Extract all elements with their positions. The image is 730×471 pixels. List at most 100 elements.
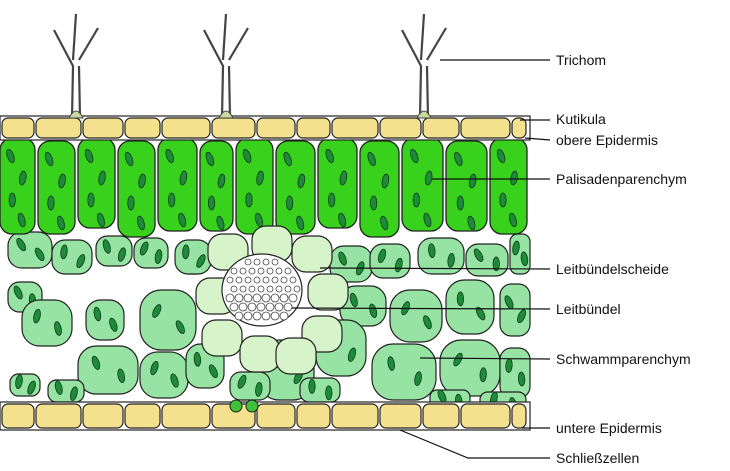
- bundle-sheath-cell: [276, 338, 316, 374]
- vascular-cell: [280, 294, 288, 302]
- upper-epidermis-cell: [212, 118, 255, 138]
- upper-epidermis-cell: [461, 118, 510, 138]
- vascular-cell: [235, 294, 243, 302]
- lower-epidermis-cell: [461, 404, 510, 428]
- palisade-cell: [200, 141, 233, 231]
- bundle-sheath-cell: [308, 274, 348, 310]
- vascular-cell: [271, 312, 279, 320]
- guard-cell-left: [230, 400, 242, 412]
- vascular-cell: [284, 303, 292, 311]
- palisade-cell: [78, 138, 115, 228]
- vascular-cell: [230, 303, 238, 311]
- upper-epidermis-cell: [36, 118, 81, 138]
- label-kutikula: Kutikula: [556, 111, 606, 127]
- vascular-cell: [231, 268, 237, 274]
- vascular-cell: [275, 303, 283, 311]
- vascular-cell: [276, 286, 282, 292]
- vascular-cell: [258, 286, 264, 292]
- trichome-stalk: [402, 14, 446, 118]
- trichome: [54, 14, 98, 118]
- vascular-cell: [226, 294, 234, 302]
- trichomes: [54, 14, 446, 118]
- spongy-cell: [52, 240, 92, 274]
- chloroplast: [328, 193, 334, 207]
- palisade-parenchyma-layer: [0, 138, 527, 237]
- vascular-cell: [235, 312, 243, 320]
- upper-epidermis-cell: [2, 118, 34, 138]
- spongy-cell: [78, 346, 138, 394]
- label-trichom: Trichom: [556, 52, 606, 68]
- upper-epidermis-cell: [380, 118, 421, 138]
- chloroplast: [88, 193, 94, 207]
- spongy-cell: [466, 244, 508, 276]
- chloroplast: [48, 196, 54, 210]
- label-schliesszellen: Schließzellen: [556, 450, 639, 466]
- bundle-sheath-cell: [240, 336, 280, 372]
- vascular-cell: [289, 294, 297, 302]
- spongy-cell: [8, 232, 52, 268]
- upper-epidermis-cell: [332, 118, 378, 138]
- label-leitbuendelscheide: Leitbündelscheide: [556, 261, 669, 277]
- vascular-cell: [254, 259, 260, 265]
- chloroplast: [457, 196, 463, 210]
- trichome-stalk: [54, 14, 98, 118]
- vascular-cell: [285, 286, 291, 292]
- vascular-cell: [244, 312, 252, 320]
- lower-epidermis-cell: [512, 404, 526, 428]
- vascular-cell: [267, 268, 273, 274]
- chloroplast: [208, 196, 214, 210]
- palisade-cell: [490, 138, 527, 234]
- vascular-cell: [262, 312, 270, 320]
- palisade-cell: [38, 141, 75, 234]
- palisade-cell: [236, 138, 273, 234]
- vascular-cell: [258, 268, 264, 274]
- spongy-cell: [22, 300, 72, 346]
- vascular-cell: [285, 268, 291, 274]
- upper-epidermis-cell: [83, 118, 123, 138]
- chloroplast: [286, 196, 292, 210]
- upper-epidermis-cell: [423, 118, 459, 138]
- vascular-cell: [227, 277, 233, 283]
- lower-epidermis-cell: [83, 404, 123, 428]
- vascular-cell: [254, 277, 260, 283]
- palisade-cell: [0, 138, 35, 234]
- lower-epidermis-cell: [125, 404, 160, 428]
- trichome: [204, 14, 248, 118]
- vascular-cell: [248, 303, 256, 311]
- chloroplast: [457, 292, 464, 306]
- chloroplast: [9, 193, 15, 207]
- chloroplast: [500, 193, 506, 207]
- lower-epidermis-cell: [36, 404, 81, 428]
- vascular-cell: [245, 277, 251, 283]
- palisade-cell: [276, 141, 315, 234]
- palisade-cell: [118, 141, 155, 237]
- trichome: [402, 14, 446, 118]
- spongy-cell: [300, 378, 340, 402]
- chloroplast: [326, 386, 332, 400]
- vascular-cell: [245, 259, 251, 265]
- palisade-cell: [158, 138, 197, 231]
- spongy-cell: [440, 340, 500, 396]
- vascular-cell: [263, 277, 269, 283]
- upper-epidermis-cell: [512, 118, 526, 138]
- spongy-cell: [175, 240, 211, 274]
- spongy-cell: [48, 380, 84, 402]
- chloroplast: [246, 193, 252, 207]
- vascular-cell: [240, 268, 246, 274]
- trichome-stalk: [204, 14, 248, 118]
- spongy-cell: [140, 352, 188, 398]
- chloroplast: [168, 193, 174, 207]
- vascular-cell: [249, 268, 255, 274]
- vascular-bundle: [196, 226, 348, 374]
- lower-epidermis-cell: [332, 404, 378, 428]
- vascular-cell: [244, 294, 252, 302]
- vascular-cell: [280, 312, 288, 320]
- upper-epidermis-cell: [125, 118, 160, 138]
- vascular-cell: [271, 294, 279, 302]
- bundle-sheath-cell: [292, 236, 332, 272]
- vascular-cell: [294, 286, 300, 292]
- lower-epidermis-cell: [162, 404, 210, 428]
- spongy-cell: [230, 372, 270, 400]
- vascular-cell: [266, 303, 274, 311]
- spongy-cell: [390, 290, 442, 342]
